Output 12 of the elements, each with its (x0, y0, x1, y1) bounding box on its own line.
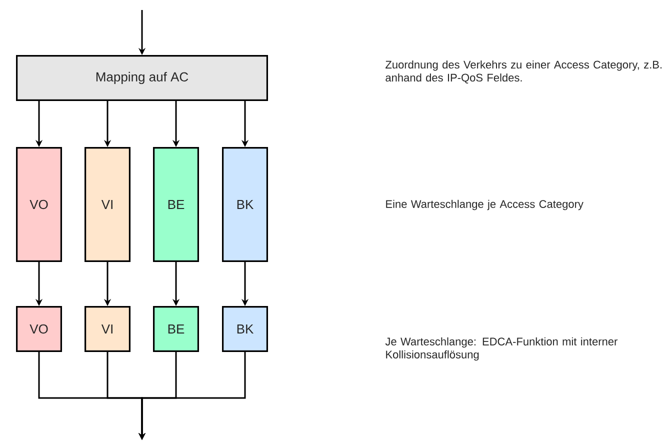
edca-function-box: VO (16, 306, 62, 352)
queue-box: VO (16, 147, 62, 262)
edca-function-box: BE (153, 306, 199, 352)
note-text: Zuordnung des Verkehrs zu einer Access Category, z.B. anhand des IP-QoS Feldes. (386, 60, 662, 84)
queue-box: VI (84, 147, 131, 262)
edca-function-box: VI (84, 306, 131, 352)
note-text: Eine Warteschlange je Access Category (386, 200, 584, 210)
note-text: Je Warteschlange: EDCA-Funktion mit interner Kollisionsauflösung (385, 337, 618, 361)
edca-function-box: BK (222, 306, 268, 352)
queue-box: BE (153, 147, 199, 262)
queue-box: BK (222, 147, 268, 262)
mapping-box: Mapping auf AC (16, 55, 268, 101)
